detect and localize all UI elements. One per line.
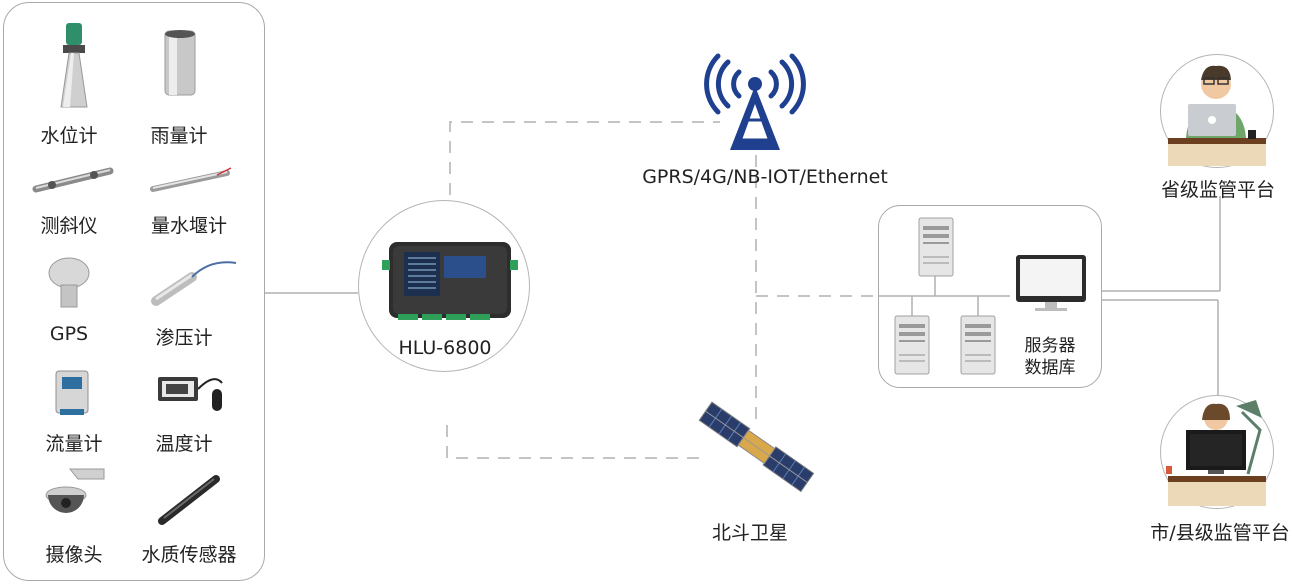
server-label-line2: 数据库 <box>1024 358 1076 378</box>
server-label-line1: 服务器 <box>1024 336 1076 356</box>
dome-camera-icon <box>45 468 105 513</box>
sensor-thermometer <box>156 371 232 413</box>
monitor-icon <box>1016 255 1086 311</box>
sensor-label-camera: 摄像头 <box>45 544 103 566</box>
sensor-water-level <box>49 21 99 111</box>
network-label: GPRS/4G/NB-IOT/Ethernet <box>642 166 888 188</box>
flow-meter-icon <box>55 370 89 415</box>
sensor-weir-meter <box>147 165 233 195</box>
gps-antenna-icon <box>48 257 90 308</box>
sensor-water-quality <box>154 473 224 527</box>
weir-meter-icon <box>150 167 232 192</box>
radar-level-meter-icon <box>60 23 88 108</box>
sensor-label-thermometer: 温度计 <box>155 433 213 455</box>
sensor-label-weir-meter: 量水堰计 <box>150 215 227 237</box>
sensor-label-piezometer: 渗压计 <box>155 327 213 349</box>
device-to-satellite-dashed <box>446 425 700 459</box>
sensor-gps <box>44 255 94 311</box>
device-label: HLU-6800 <box>398 337 492 359</box>
sensor-rain-gauge <box>161 29 201 99</box>
satellite-label: 北斗卫星 <box>711 522 788 544</box>
province-platform-label: 省级监管平台 <box>1160 179 1275 201</box>
sensor-label-gps: GPS <box>49 323 89 345</box>
server-box <box>878 205 1102 388</box>
sensor-label-rain-gauge: 雨量计 <box>150 125 208 147</box>
piezometer-icon <box>151 261 237 306</box>
sensor-inclinometer <box>30 165 116 195</box>
inclinometer-icon <box>32 167 114 193</box>
sensor-label-water-quality: 水质传感器 <box>141 544 237 566</box>
sensor-camera <box>42 465 108 521</box>
sensor-label-flow-meter: 流量计 <box>45 433 103 455</box>
water-quality-sensor-icon <box>158 475 220 525</box>
sensor-piezometer <box>150 257 240 307</box>
thermometer-icon <box>158 377 223 411</box>
device-to-tower-dashed <box>449 121 720 195</box>
sensor-panel: 水位计 雨量计 测斜仪 量水堰计 GPS <box>3 2 265 581</box>
rain-gauge-icon <box>164 30 196 96</box>
sensor-flow-meter <box>54 369 90 417</box>
sensor-label-inclinometer: 测斜仪 <box>40 215 98 237</box>
city-platform-label: 市/县级监管平台 <box>1150 522 1290 544</box>
sensor-label-water-level: 水位计 <box>40 125 98 147</box>
